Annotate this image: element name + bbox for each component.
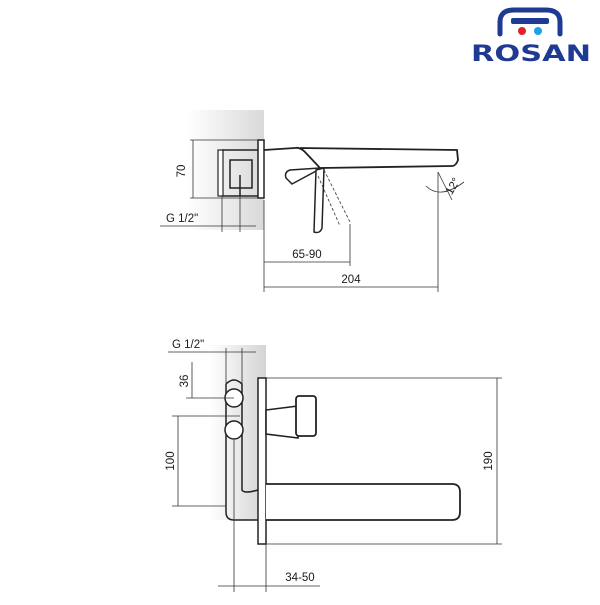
dim-label-34-50: 34-50 [285, 572, 314, 584]
dim-height-side: 70 [176, 139, 258, 199]
dim-angle-side: 12° [425, 171, 465, 201]
dim-label-thread-front: G 1/2" [172, 339, 204, 351]
lever-side [313, 167, 325, 234]
hot-dot [518, 27, 526, 35]
dim-depth-side: 65-90 [263, 200, 351, 292]
dim-spacing-front: 100 [165, 415, 240, 507]
dim-small-front: 36 [179, 362, 234, 399]
dim-length-side: 204 [264, 172, 439, 292]
handle-knob [295, 395, 317, 437]
dim-label-70: 70 [176, 165, 188, 178]
dim-thread-side: G 1/2" [160, 196, 256, 232]
dim-label-204: 204 [341, 274, 361, 286]
side-view: 70 G 1/2" 65-90 204 12° [160, 110, 465, 292]
wall-plate-front [257, 377, 267, 545]
brand-logo: ROSAN [471, 7, 591, 67]
spout-side [263, 146, 459, 169]
dim-label-thread-side: G 1/2" [166, 213, 198, 225]
handle-front [265, 405, 299, 439]
wall-plate-side [257, 139, 265, 199]
spout-front [266, 483, 461, 521]
inlet-lower [224, 420, 244, 440]
dim-label-36: 36 [179, 375, 191, 388]
dim-label-angle: 12° [444, 176, 463, 197]
dim-label-100: 100 [165, 451, 177, 470]
dim-height-front: 190 [266, 377, 502, 545]
front-view: G 1/2" 36 100 190 34-50 [165, 339, 502, 592]
lever-swing-dashed [317, 169, 351, 227]
cold-dot [534, 27, 542, 35]
dim-label-65-90: 65-90 [292, 249, 321, 261]
dim-thread-front: G 1/2" [168, 339, 256, 384]
dim-label-190: 190 [483, 451, 495, 470]
dim-depth-front: 34-50 [218, 440, 320, 592]
logo-faucet-icon [497, 7, 563, 37]
brand-name: ROSAN [471, 42, 591, 67]
